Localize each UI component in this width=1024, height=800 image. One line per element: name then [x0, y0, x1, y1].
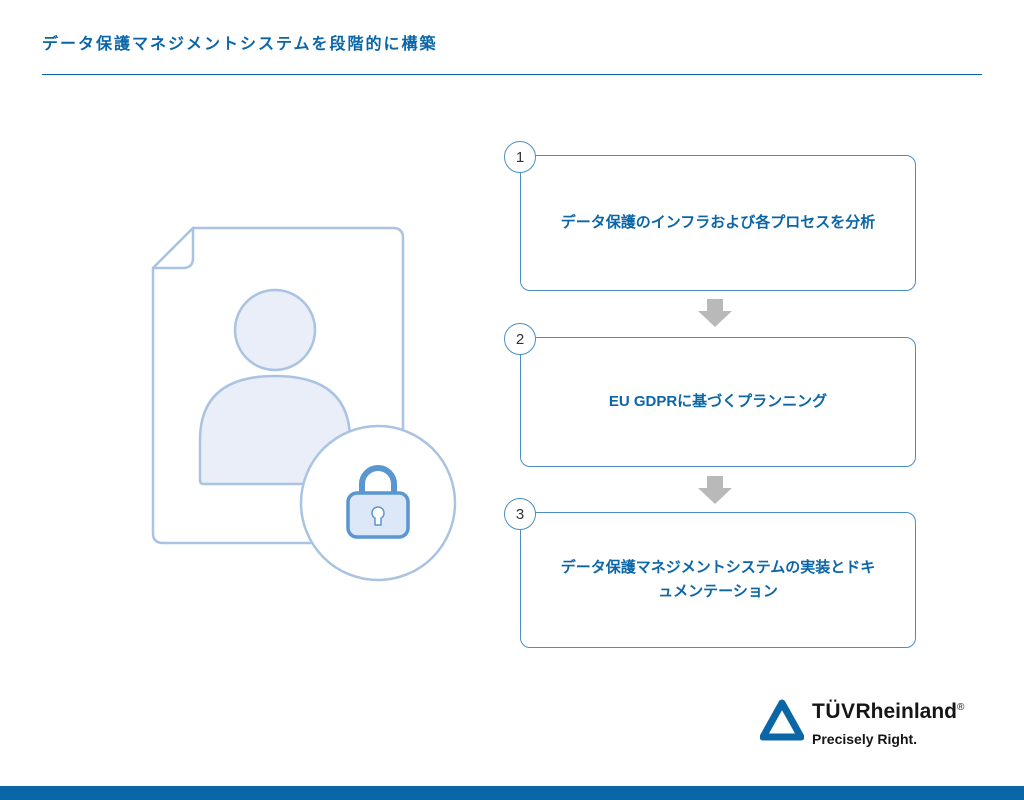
logo-wordmark: TÜVRheinland®	[812, 696, 964, 724]
person-icon	[233, 288, 317, 372]
step-number-1: 1	[504, 141, 536, 173]
data-protection-illustration	[151, 226, 457, 582]
footer-brand-bar	[0, 786, 1024, 800]
step-text-2: EU GDPRに基づくプランニング	[608, 393, 828, 410]
step-text-1: データ保護のインフラおよび各プロセスを分析	[560, 214, 876, 231]
step-box-3: データ保護マネジメントシステムの実装とドキュメンテーション	[520, 512, 916, 648]
arrow-down-icon	[698, 476, 732, 504]
step-box-2: EU GDPRに基づくプランニング	[520, 337, 916, 467]
document-fold-corner	[151, 226, 195, 270]
logo-tuv: TÜV	[812, 700, 856, 723]
arrow-down-icon	[698, 299, 732, 327]
tuv-rheinland-logo: TÜVRheinland® Precisely Right.	[760, 696, 1000, 758]
logo-tagline: Precisely Right.	[812, 731, 918, 747]
logo-rheinland: Rheinland	[855, 700, 958, 723]
title-divider	[42, 74, 982, 75]
step-number-2: 2	[504, 323, 536, 355]
registered-mark: ®	[957, 702, 965, 713]
page-title: データ保護マネジメントシステムを段階的に構築	[42, 36, 438, 53]
step-text-3: データ保護マネジメントシステムの実装とドキュメンテーション	[560, 559, 876, 600]
lock-icon	[359, 465, 397, 498]
tuv-triangle-icon	[760, 699, 804, 741]
step-box-1: データ保護のインフラおよび各プロセスを分析	[520, 155, 916, 291]
step-number-3: 3	[504, 498, 536, 530]
logo-text: TÜVRheinland® Precisely Right.	[812, 696, 964, 747]
